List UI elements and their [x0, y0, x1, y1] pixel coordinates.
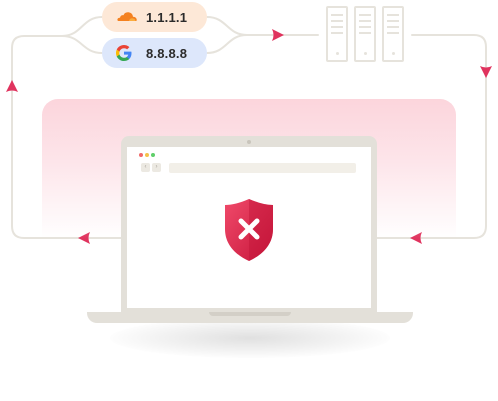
server-unit	[382, 6, 404, 62]
left-return-line	[11, 35, 122, 239]
left-split-bottom	[61, 35, 103, 54]
window-maximize-dot	[151, 153, 155, 157]
resolver-address: 8.8.8.8	[146, 45, 188, 61]
google-g-icon	[116, 45, 138, 61]
laptop-shadow	[110, 318, 390, 358]
window-close-dot	[139, 153, 143, 157]
forward-arrow-icon: ›	[152, 163, 161, 172]
laptop-notch	[209, 312, 291, 316]
shield-x-icon	[222, 197, 276, 263]
arrow-up-icon	[6, 80, 18, 92]
address-bar	[169, 163, 356, 173]
server-unit	[354, 6, 376, 62]
resolver-google: 8.8.8.8	[102, 38, 207, 68]
arrow-down-icon	[480, 66, 492, 78]
right-merge-bottom	[206, 34, 248, 54]
cloudflare-cloud-icon	[116, 9, 138, 25]
window-minimize-dot	[145, 153, 149, 157]
resolver-cloudflare: 1.1.1.1	[102, 2, 207, 32]
camera-dot	[247, 140, 251, 144]
server-out-line	[376, 34, 487, 239]
arrow-right-icon	[272, 29, 284, 41]
resolver-address: 1.1.1.1	[146, 9, 188, 25]
laptop-base	[87, 312, 413, 323]
laptop-screen: ‹ ›	[127, 147, 371, 308]
left-split-top	[61, 16, 103, 37]
right-merge-top	[206, 16, 248, 36]
server-unit	[326, 6, 348, 62]
back-arrow-icon: ‹	[141, 163, 150, 172]
laptop-lid: ‹ ›	[121, 136, 377, 313]
server-rack-icon	[326, 6, 404, 64]
